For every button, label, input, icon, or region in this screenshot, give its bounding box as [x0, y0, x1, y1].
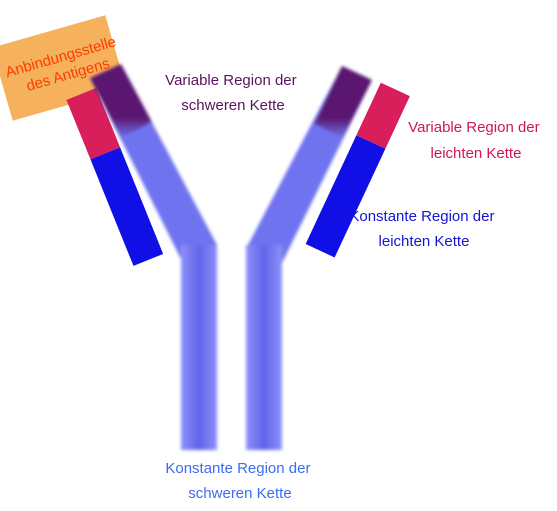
left-heavy-variable-region	[90, 64, 152, 138]
right-light-variable-region	[356, 82, 410, 149]
variable-heavy-label: Variable Region der schweren Kette	[165, 72, 301, 114]
constant-heavy-label: Konstante Region der schweren Kette	[165, 460, 314, 502]
left-heavy-chain	[90, 64, 217, 450]
right-heavy-variable-region	[314, 66, 372, 138]
left-light-variable-region	[66, 87, 121, 160]
left-light-constant-region	[90, 147, 164, 266]
left-heavy-stem	[181, 245, 217, 450]
right-light-constant-region	[305, 135, 386, 258]
variable-light-label: Variable Region der leichten Kette	[408, 119, 544, 162]
right-heavy-chain	[246, 66, 372, 450]
right-light-chain	[305, 82, 410, 258]
right-heavy-stem	[246, 245, 282, 450]
left-light-chain	[66, 87, 164, 266]
constant-light-label: Konstante Region der leichten Kette	[349, 208, 498, 250]
